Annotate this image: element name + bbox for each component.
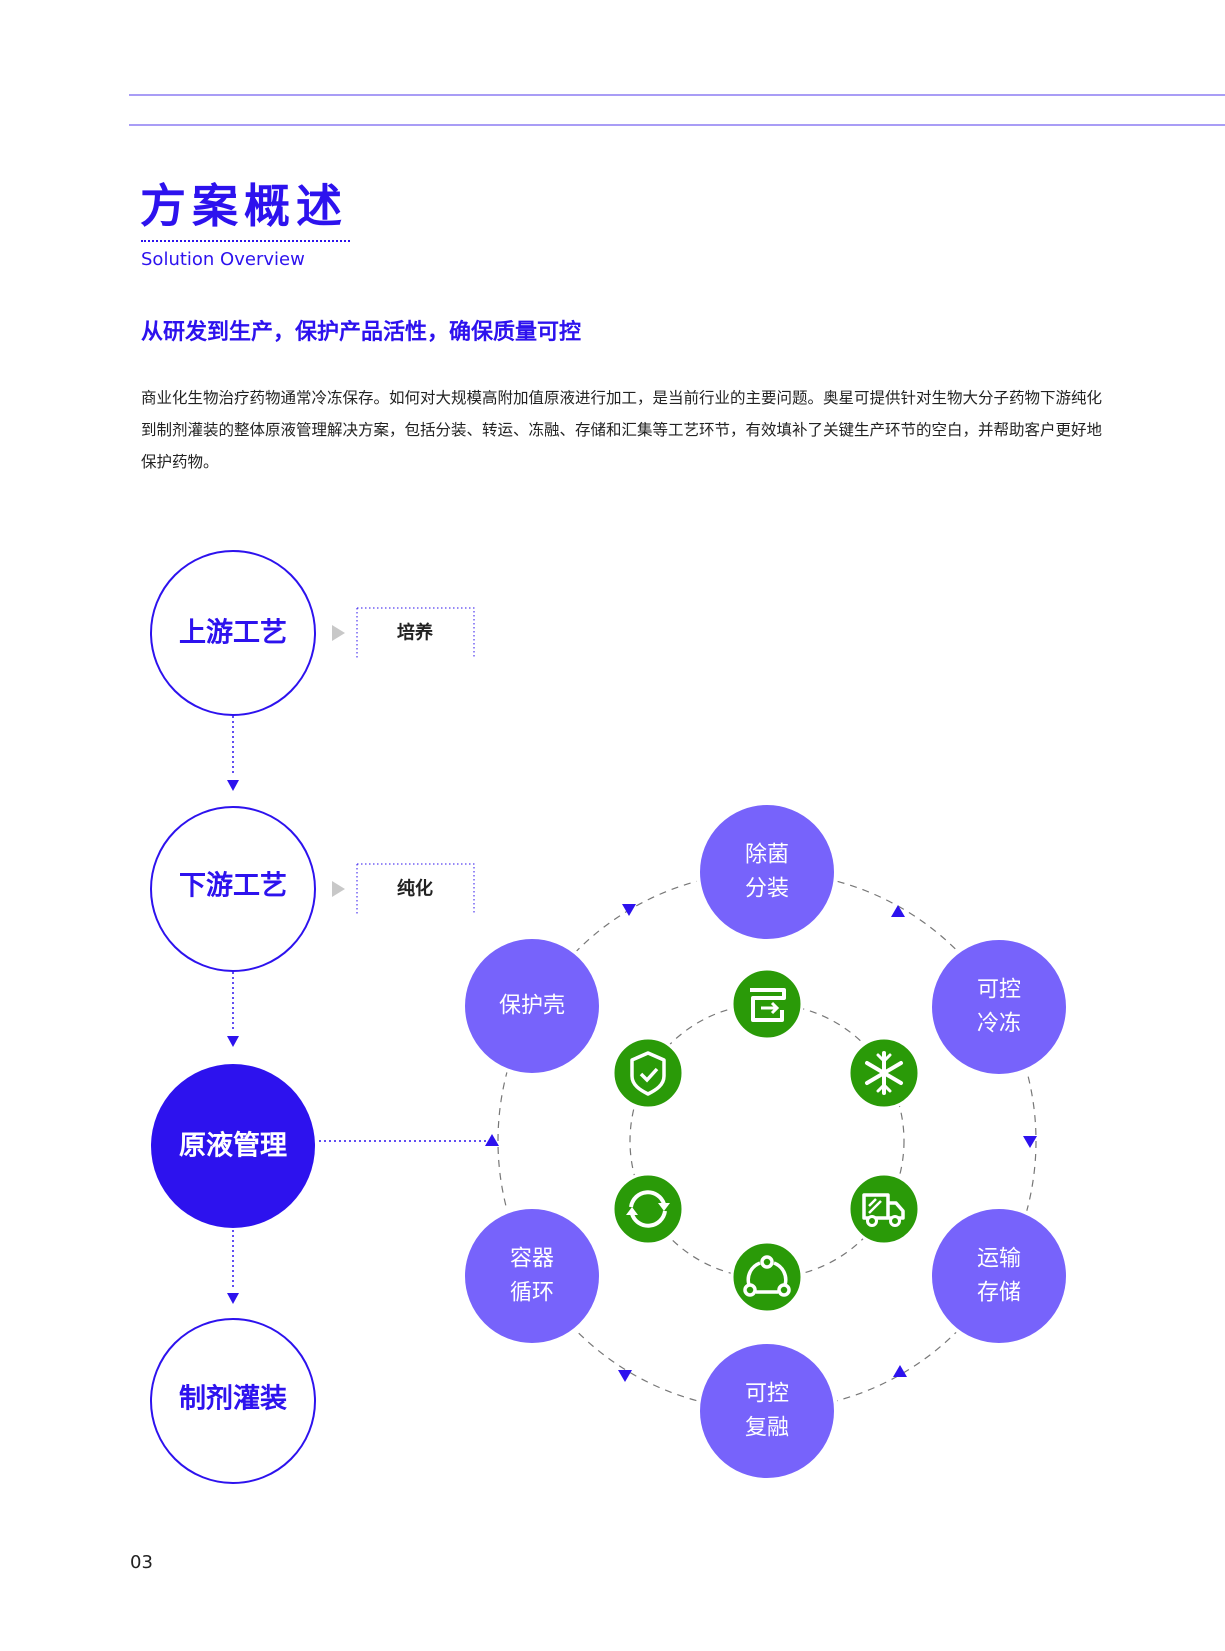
cycle-node-container-recycling: 容器 循环: [461, 1205, 603, 1347]
svg-text:容器: 容器: [510, 1247, 554, 1272]
svg-text:可控: 可控: [745, 1382, 789, 1407]
page-subtitle: Solution Overview: [141, 249, 305, 270]
title-underline: [141, 240, 350, 242]
cycle-node-sterile-dispensing: 除菌 分装: [696, 801, 838, 943]
flow-step-bulk-management: 原液管理: [151, 1064, 315, 1228]
snowflake-icon: [847, 1036, 921, 1110]
shield-check-icon: [611, 1036, 685, 1110]
top-rule: [129, 94, 1225, 96]
flow-step-downstream: 下游工艺 纯化: [150, 806, 475, 972]
cycle-node-controlled-freezing: 可控 冷冻: [928, 936, 1070, 1078]
network-icon: [730, 1240, 804, 1314]
section-heading: 从研发到生产，保护产品活性，确保质量可控: [141, 320, 582, 345]
cycle-node-controlled-thawing: 可控 复融: [696, 1340, 838, 1482]
svg-text:运输: 运输: [977, 1247, 1021, 1272]
step-label: 原液管理: [179, 1131, 287, 1162]
svg-text:存储: 存储: [977, 1281, 1021, 1306]
cycle-node-transport-storage: 运输 存储: [928, 1205, 1070, 1347]
flow-connectors: [232, 716, 486, 1290]
box-transfer-icon: [730, 967, 804, 1041]
step-label: 上游工艺: [179, 618, 287, 649]
play-triangle-icon: [332, 881, 345, 897]
flow-step-upstream: 上游工艺 培养: [150, 550, 475, 716]
page-number: 03: [130, 1552, 153, 1573]
second-rule: [129, 124, 1225, 126]
play-triangle-icon: [332, 625, 345, 641]
svg-text:分装: 分装: [745, 877, 789, 902]
intro-paragraph: 商业化生物治疗药物通常冷冻保存。如何对大规模高附加值原液进行加工，是当前行业的主…: [141, 389, 1103, 471]
step-detail: 纯化: [397, 878, 433, 900]
inner-ring: [629, 1003, 905, 1279]
svg-text:可控: 可控: [977, 978, 1021, 1003]
page-title: 方案概述: [140, 179, 348, 233]
step-detail: 培养: [397, 622, 434, 644]
arrow-down-icon: [227, 1293, 239, 1304]
flow-arrows: [227, 780, 239, 1304]
arrow-down-icon: [227, 1036, 239, 1047]
svg-text:冷冻: 冷冻: [977, 1012, 1021, 1037]
flow-step-fill-finish: 制剂灌装: [150, 1318, 316, 1484]
step-label: 下游工艺: [179, 871, 287, 902]
cycle-arrows: [485, 904, 1037, 1382]
recycle-icon: [611, 1172, 685, 1246]
step-label: 制剂灌装: [179, 1384, 287, 1415]
truck-icon: [847, 1172, 921, 1246]
cycle-node-protective-shell: 保护壳: [461, 935, 603, 1077]
svg-text:复融: 复融: [745, 1416, 789, 1441]
svg-text:除菌: 除菌: [745, 843, 789, 868]
arrow-down-icon: [227, 780, 239, 791]
svg-text:保护壳: 保护壳: [499, 994, 565, 1019]
svg-text:循环: 循环: [510, 1281, 554, 1306]
